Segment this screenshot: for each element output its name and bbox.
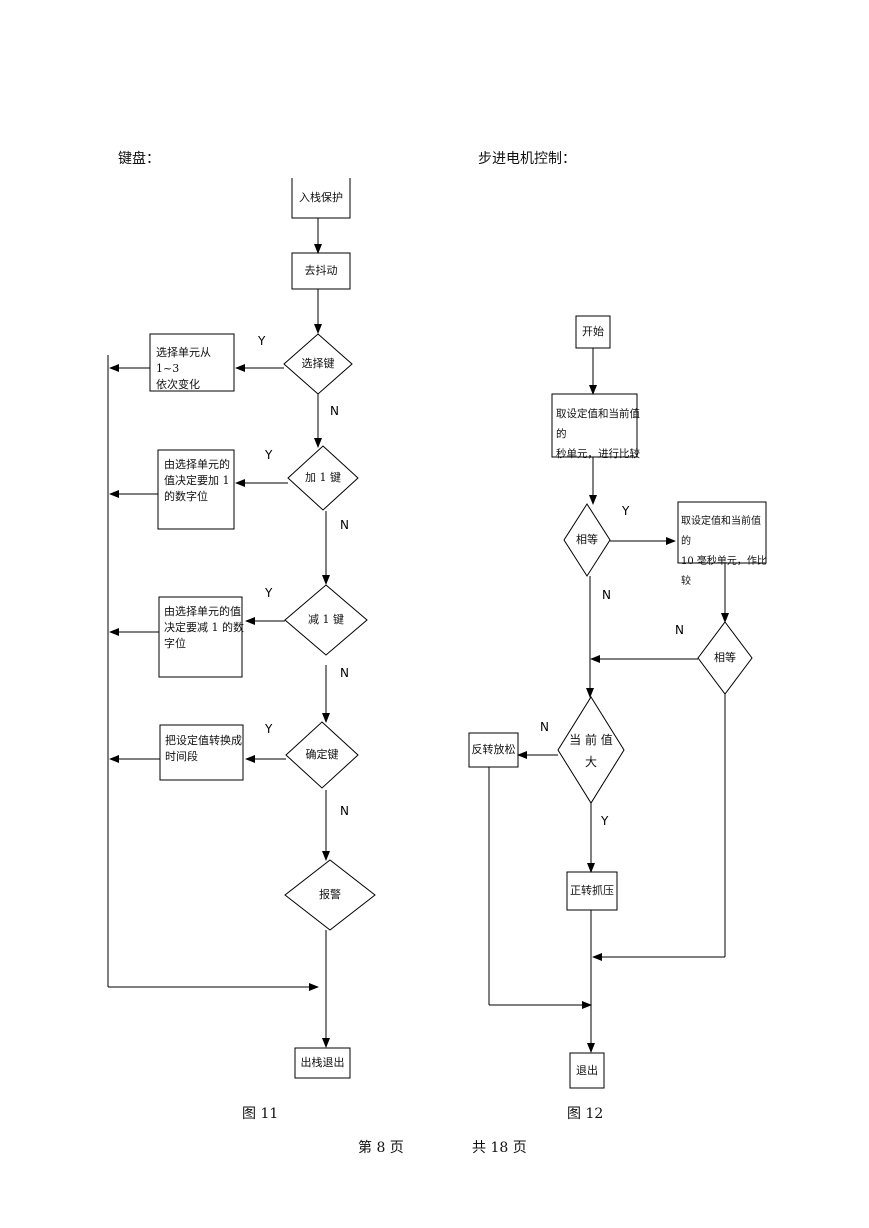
confirm-action-box-shape: [159, 724, 244, 781]
label-yes: Y: [264, 722, 273, 736]
current-bigger-line-1: 当 前 值: [569, 733, 613, 747]
confirm-action-line-1: 把设定值转换成: [165, 734, 242, 747]
label-yes: Y: [600, 814, 609, 828]
exit-box-shape: [569, 1052, 605, 1089]
sub-key-label: 减 1 键: [308, 613, 344, 626]
select-unit-box: 选择单元从 1~3 依次变化: [156, 345, 236, 393]
confirm-action-box: 把设定值转换成 时间段: [165, 733, 245, 765]
add-action-line-2: 值决定要加 1: [164, 474, 230, 487]
sub-action-box-shape: [158, 596, 243, 678]
compare-sec-box-shape: [551, 393, 638, 458]
compare-sec-box: 取设定值和当前值的 秒单元，进行比较: [556, 404, 640, 464]
push-box: 入栈保护: [292, 178, 350, 218]
reverse-box: 反转放松: [469, 733, 518, 767]
alarm-diamond: [284, 859, 376, 931]
select-unit-line-1: 选择单元从 1~3: [156, 346, 211, 375]
label-yes: Y: [621, 504, 630, 518]
sub-action-line-3: 字位: [164, 637, 186, 650]
equal1-diamond: [563, 503, 611, 577]
add-action-box-shape: [157, 449, 235, 530]
compare-ms-box-shape: [677, 501, 767, 564]
pop-exit-box: 出栈退出: [295, 1048, 350, 1078]
forward-box-shape: [566, 871, 618, 911]
label-yes: Y: [257, 334, 266, 348]
start-label: 开始: [582, 325, 604, 338]
footer-page: 第 8 页: [358, 1140, 404, 1156]
pop-exit-box-shape: [294, 1047, 351, 1079]
add-key-diamond: [287, 445, 359, 511]
label-no: N: [330, 404, 339, 418]
sub-action-line-1: 由选择单元的值: [164, 605, 241, 618]
stepper-heading: 步进电机控制：: [478, 151, 576, 167]
reverse-box-shape: [468, 732, 519, 768]
pop-exit-label: 出栈退出: [300, 1056, 345, 1069]
forward-box: 正转抓压: [567, 872, 617, 910]
label-no: N: [340, 518, 349, 532]
label-no: N: [340, 804, 349, 818]
push-label: 入栈保护: [299, 191, 343, 204]
label-yes: Y: [264, 586, 273, 600]
forward-label: 正转抓压: [570, 884, 614, 897]
exit-box: 退出: [570, 1053, 604, 1088]
debounce-box-shape: [291, 252, 351, 290]
compare-ms-line-2: 10 毫秒单元，作比较: [681, 556, 767, 587]
label-no: N: [540, 720, 549, 734]
start-box: 开始: [576, 316, 610, 348]
push-box-shape: [291, 178, 351, 219]
footer-total: 共 18 页: [472, 1140, 527, 1156]
debounce-box: 去抖动: [292, 253, 350, 289]
current-bigger-label: 当 前 值 大: [558, 729, 624, 773]
keyboard-heading: 键盘：: [118, 151, 160, 167]
compare-ms-line-1: 取设定值和当前值的: [681, 516, 761, 547]
label-yes: Y: [264, 448, 273, 462]
add-key-label: 加 1 键: [305, 471, 341, 484]
alarm-label: 报警: [319, 888, 341, 901]
fig11-caption: 图 11: [242, 1106, 279, 1122]
current-bigger-line-2: 大: [584, 755, 597, 769]
label-no: N: [675, 623, 684, 637]
compare-ms-box: 取设定值和当前值的 10 毫秒单元，作比较: [681, 512, 767, 592]
debounce-label: 去抖动: [304, 264, 338, 277]
equal1-label: 相等: [576, 533, 598, 546]
confirm-action-line-2: 时间段: [165, 750, 198, 763]
select-key-label: 选择键: [301, 357, 335, 370]
compare-sec-line-1: 取设定值和当前值的: [556, 408, 640, 440]
label-no: N: [602, 588, 611, 602]
exit-label: 退出: [576, 1063, 598, 1077]
add-action-line-3: 的数字位: [164, 490, 208, 503]
select-unit-line-2: 依次变化: [156, 378, 200, 391]
label-no: N: [340, 666, 349, 680]
confirm-key-label: 确定键: [305, 748, 339, 761]
equal2-label: 相等: [714, 651, 736, 664]
select-unit-box-shape: [149, 333, 235, 392]
sub-action-box: 由选择单元的值 决定要减 1 的数 字位: [164, 604, 244, 652]
reverse-label: 反转放松: [471, 743, 516, 756]
sub-key-diamond: [284, 584, 368, 656]
fig12-caption: 图 12: [567, 1106, 604, 1122]
confirm-key-diamond: [285, 721, 359, 789]
add-action-line-1: 由选择单元的: [164, 458, 230, 471]
sub-action-line-2: 决定要减 1 的数: [164, 621, 244, 634]
add-action-box: 由选择单元的 值决定要加 1 的数字位: [164, 457, 236, 505]
compare-sec-line-2: 秒单元，进行比较: [556, 448, 640, 460]
